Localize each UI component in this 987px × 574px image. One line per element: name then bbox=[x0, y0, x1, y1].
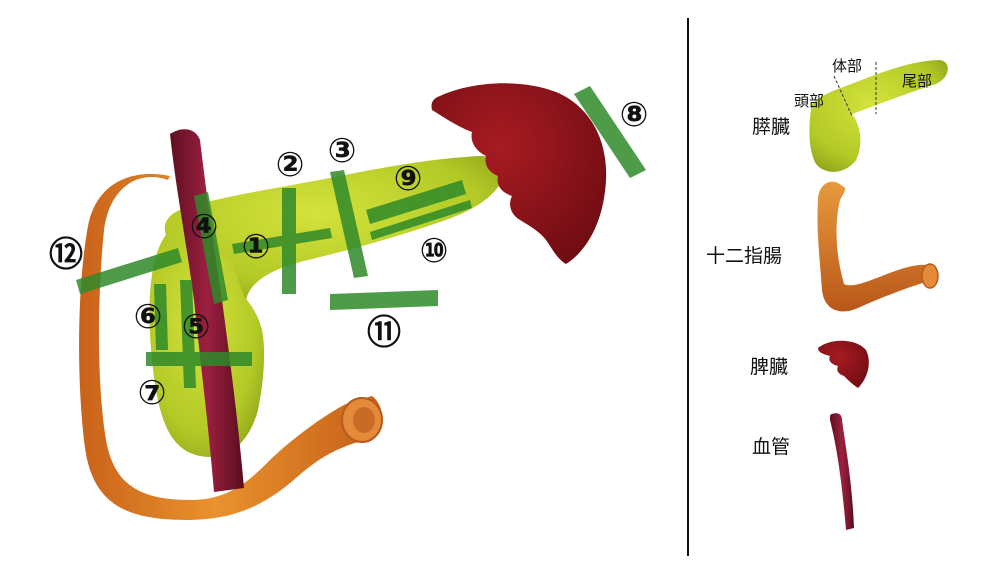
legend-spleen-shape bbox=[818, 340, 869, 388]
cut-band-3 bbox=[330, 170, 368, 278]
marker-3: ③ bbox=[328, 131, 357, 171]
legend-label-vessel: 血管 bbox=[752, 436, 791, 458]
cut-band-6 bbox=[154, 284, 168, 350]
legend-duodenum-end bbox=[921, 263, 939, 289]
marker-8: ⑧ bbox=[620, 95, 649, 135]
marker-1: ① bbox=[242, 227, 271, 267]
cut-band-4 bbox=[194, 192, 228, 304]
legend-label-pancreas: 膵臓 bbox=[752, 116, 791, 138]
cut-band-7 bbox=[146, 352, 252, 366]
marker-9: ⑨ bbox=[394, 159, 423, 199]
cut-band-12 bbox=[76, 248, 182, 294]
legend-pancreas-shape bbox=[809, 60, 948, 172]
pancreas-part-head: 頭部 bbox=[794, 92, 825, 110]
duodenum bbox=[79, 174, 383, 520]
pancreas-part-tail: 尾部 bbox=[902, 72, 933, 90]
marker-5: ⑤ bbox=[182, 307, 211, 347]
marker-11: ⑪ bbox=[367, 313, 401, 353]
legend-label-duodenum: 十二指腸 bbox=[706, 245, 783, 267]
legend-duodenum-shape bbox=[817, 181, 934, 312]
main-diagram: ① ② ③ ④ ⑤ ⑥ ⑦ ⑧ ⑨ ⑩ ⑪ ⑫ bbox=[49, 83, 648, 520]
marker-10: ⑩ bbox=[420, 231, 449, 271]
cut-band-8 bbox=[574, 86, 646, 178]
cut-band-11 bbox=[330, 290, 438, 310]
marker-7: ⑦ bbox=[138, 373, 167, 413]
legend bbox=[809, 60, 948, 530]
marker-6: ⑥ bbox=[134, 297, 163, 337]
cut-band-2 bbox=[282, 188, 296, 294]
cut-bands bbox=[76, 86, 646, 388]
marker-4: ④ bbox=[190, 207, 219, 247]
legend-divider-head-body bbox=[833, 75, 853, 117]
marker-12: ⑫ bbox=[49, 235, 83, 275]
blood-vessel bbox=[170, 129, 244, 492]
pancreas bbox=[164, 156, 504, 300]
legend-vessel-shape bbox=[830, 413, 854, 530]
markers: ① ② ③ ④ ⑤ ⑥ ⑦ ⑧ ⑨ ⑩ ⑪ ⑫ bbox=[49, 95, 648, 413]
legend-label-spleen: 脾臓 bbox=[750, 356, 789, 378]
pancreas-part-body: 体部 bbox=[832, 57, 863, 75]
duodenum-lumen bbox=[353, 407, 375, 433]
cut-band-9 bbox=[366, 180, 466, 224]
marker-2: ② bbox=[276, 145, 305, 185]
spleen bbox=[431, 83, 607, 264]
cut-band-10 bbox=[370, 200, 472, 240]
